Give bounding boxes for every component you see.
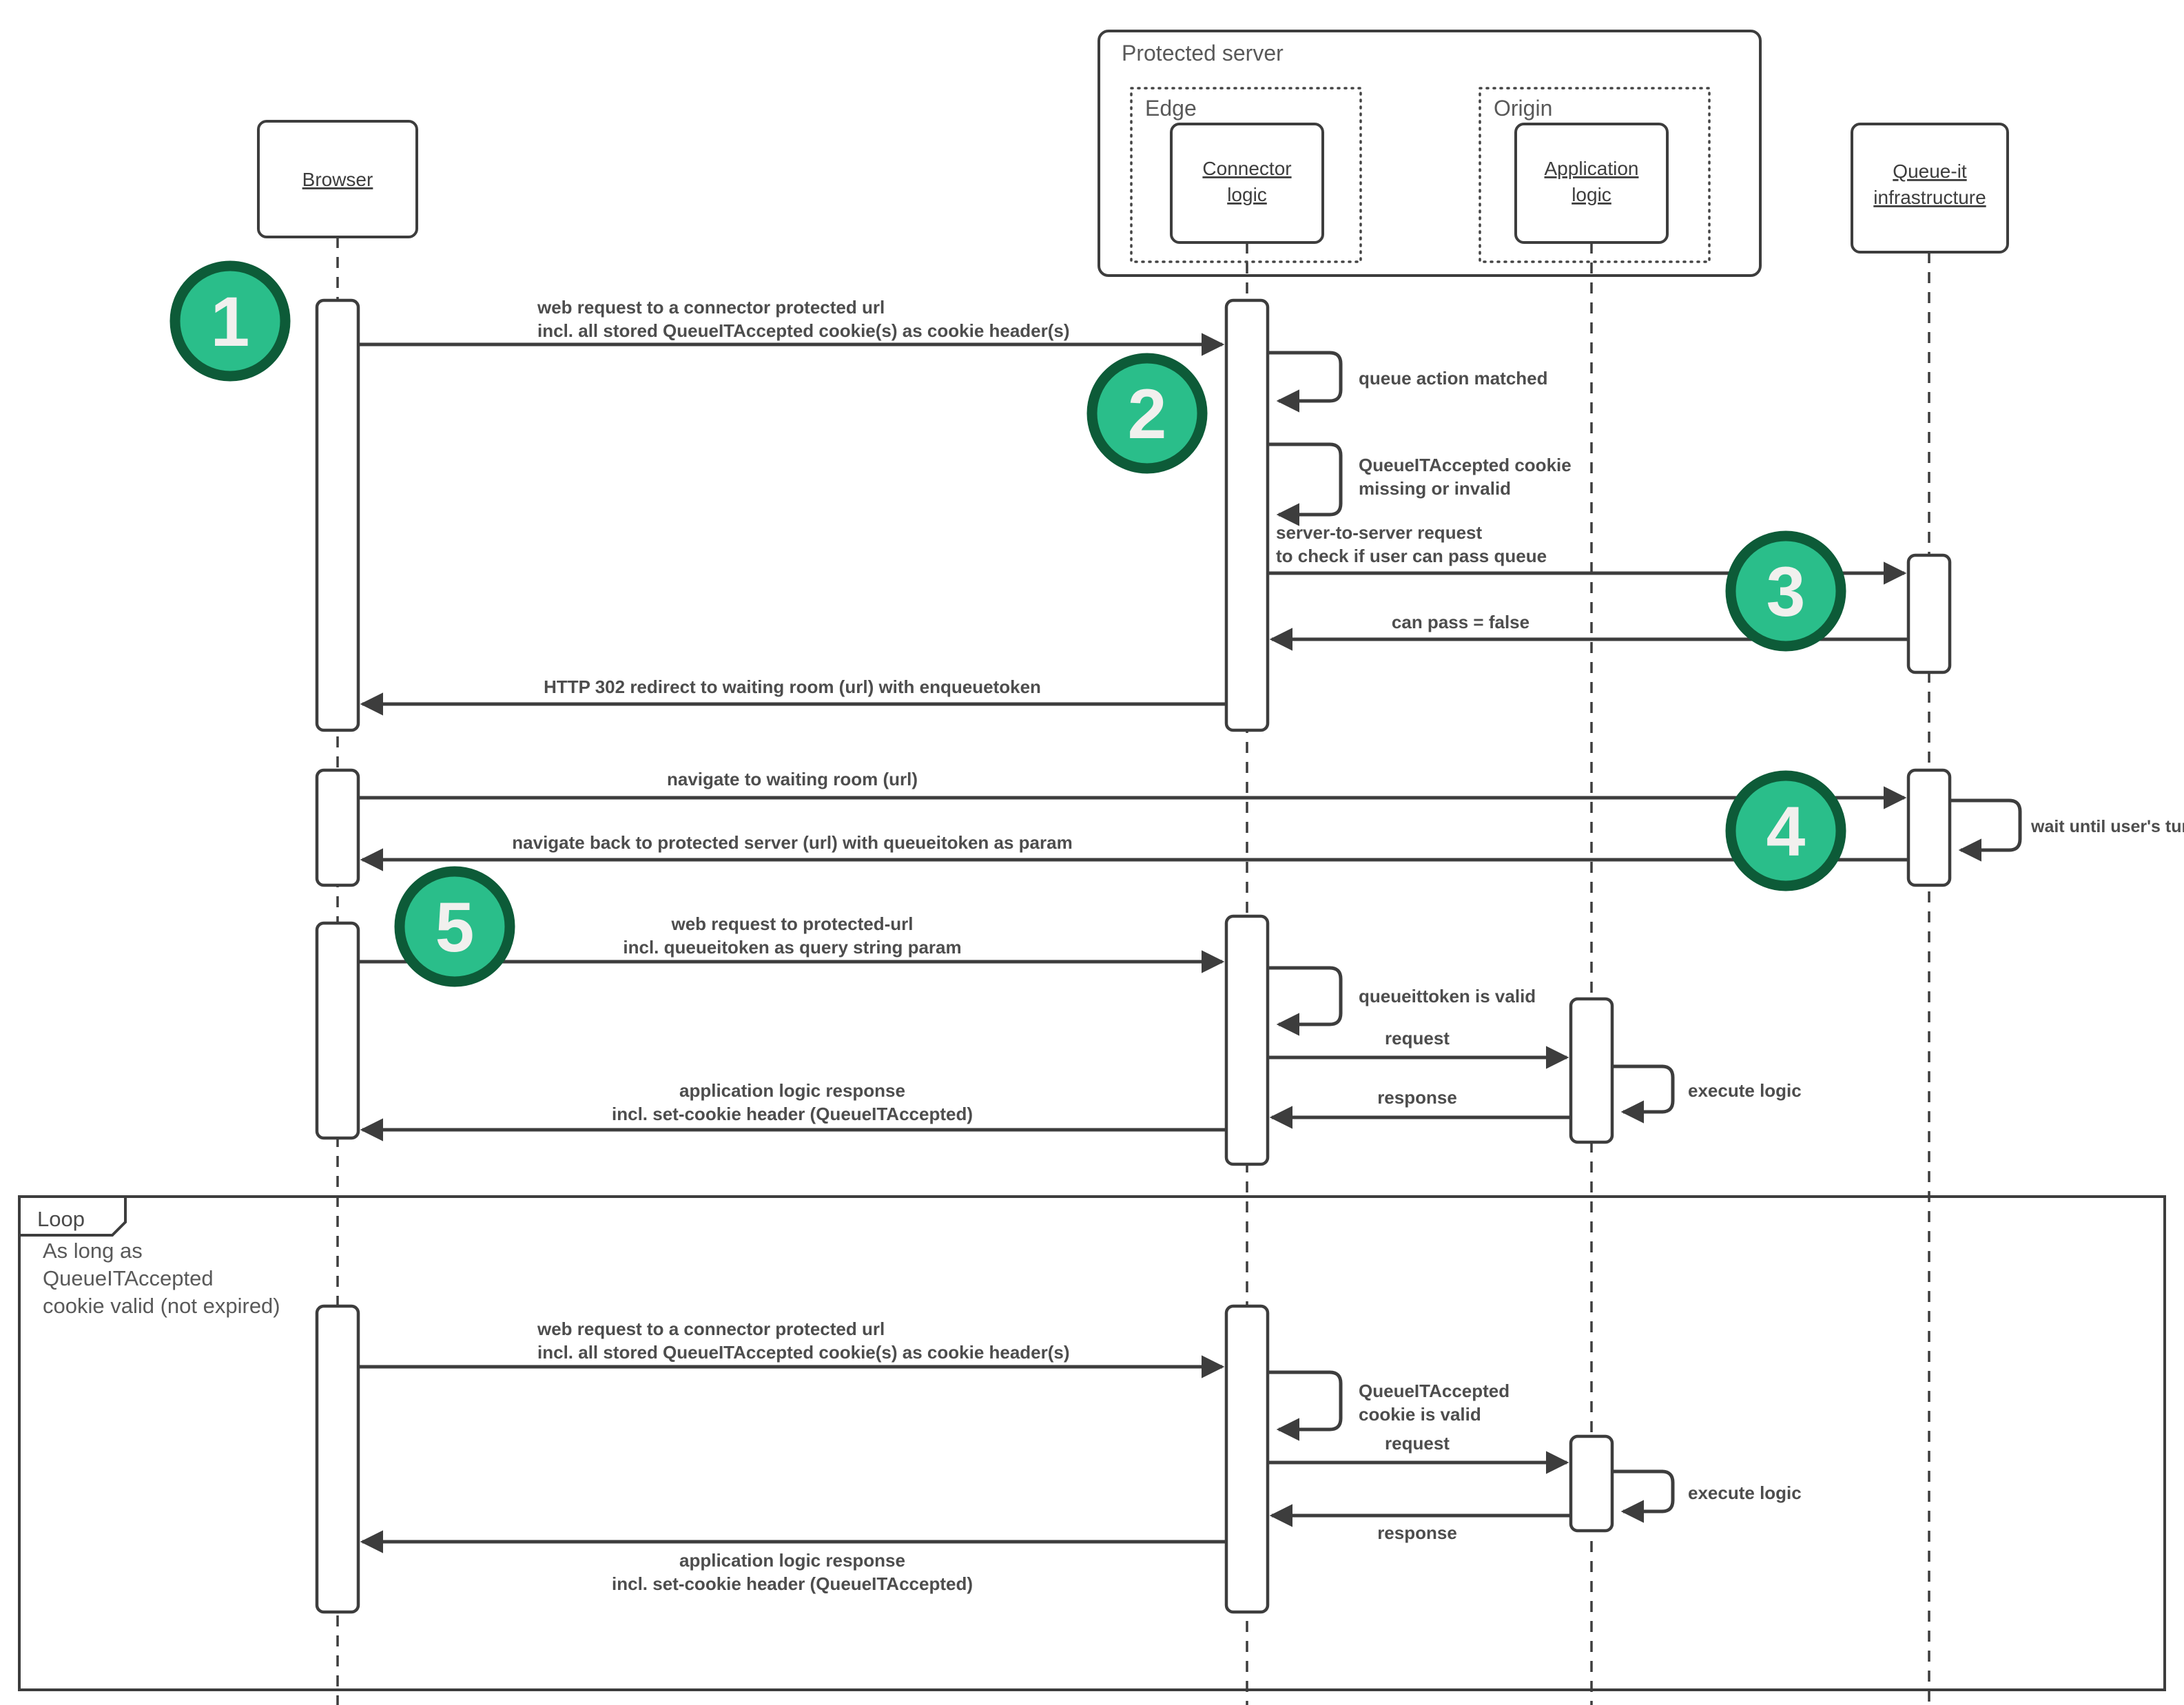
browser-actor-label: Browser xyxy=(302,169,373,190)
step-2-badge xyxy=(1086,353,1208,474)
browser-activation-2 xyxy=(315,768,360,887)
connector-logic-label-line1: Connector xyxy=(1202,158,1291,179)
msg-loop-web-request-line2: incl. all stored QueueITAccepted cookie(… xyxy=(537,1342,1070,1363)
selfloop-queue-action-matched xyxy=(1268,351,1343,413)
msg-app-response-2-line2: incl. set-cookie header (QueueITAccepted… xyxy=(612,1573,973,1594)
activations xyxy=(315,298,1952,1614)
loop-tab xyxy=(18,1195,127,1237)
msg-queue-action-matched: queue action matched xyxy=(1359,368,1548,389)
browser-activation-4 xyxy=(315,1304,360,1614)
connector-logic-box xyxy=(1170,123,1324,244)
msg-execute-logic-2: execute logic xyxy=(1688,1482,1802,1503)
edge-label: Edge xyxy=(1145,96,1197,121)
msg-execute-logic-1: execute logic xyxy=(1688,1080,1802,1101)
queueit-actor-label-line1: Queue-it xyxy=(1893,161,1967,182)
step-3-badge xyxy=(1725,530,1846,652)
step-4-number: 4 xyxy=(1766,792,1806,871)
application-logic-label-line2: logic xyxy=(1572,184,1611,205)
connector-activation-1 xyxy=(1224,298,1270,732)
selfloop-cookie-is-valid xyxy=(1268,1370,1343,1441)
browser-activation-1 xyxy=(315,298,360,732)
actor-heads: Browser Connector logic Application logi… xyxy=(257,120,2009,254)
msg-server-to-server-line1: server-to-server request xyxy=(1276,522,1482,543)
msg-wait-users-turn: wait until user's turn xyxy=(2030,817,2184,836)
protected-server-label: Protected server xyxy=(1122,41,1284,65)
loop-condition-line3: cookie valid (not expired) xyxy=(43,1294,280,1318)
step-5-number: 5 xyxy=(435,888,475,967)
msg-web-request-1-line1: web request to a connector protected url xyxy=(537,297,885,318)
step-2-number: 2 xyxy=(1128,375,1167,453)
selfloop-execute-logic-2 xyxy=(1612,1469,1675,1523)
msg-response-1: response xyxy=(1377,1087,1457,1108)
msg-cookie-is-valid-line1: QueueITAccepted xyxy=(1359,1381,1510,1401)
queueit-actor-box xyxy=(1851,123,2009,254)
step-1-badge xyxy=(169,260,291,382)
browser-actor-box xyxy=(257,120,418,238)
step-badges: 1 2 3 4 5 xyxy=(169,260,1846,987)
msg-navigate-waiting-room: navigate to waiting room (url) xyxy=(667,769,918,789)
step-3-number: 3 xyxy=(1766,552,1806,631)
msg-app-response-1-line1: application logic response xyxy=(679,1080,905,1101)
connector-activation-3 xyxy=(1224,1304,1270,1614)
application-logic-label-line1: Application xyxy=(1545,158,1639,179)
msg-web-request-token-line2: incl. queueitoken as query string param xyxy=(623,937,961,958)
origin-label: Origin xyxy=(1494,96,1552,121)
msg-cookie-missing-line2: missing or invalid xyxy=(1359,478,1511,499)
step-4-badge xyxy=(1725,770,1846,891)
msg-app-response-1-line2: incl. set-cookie header (QueueITAccepted… xyxy=(612,1104,973,1124)
application-activation-1 xyxy=(1569,997,1614,1144)
loop-fragment: Loop As long as QueueITAccepted cookie v… xyxy=(18,1195,2166,1691)
selfloop-execute-logic-1 xyxy=(1612,1064,1675,1124)
application-activation-2 xyxy=(1569,1434,1614,1533)
msg-request-1: request xyxy=(1385,1028,1450,1048)
msg-http-302: HTTP 302 redirect to waiting room (url) … xyxy=(544,676,1041,697)
connector-logic-label-line2: logic xyxy=(1227,184,1267,205)
msg-server-to-server-line2: to check if user can pass queue xyxy=(1276,546,1547,566)
selfloop-wait-users-turn xyxy=(1950,798,2022,862)
msg-cookie-missing-line1: QueueITAccepted cookie xyxy=(1359,455,1572,475)
msg-loop-web-request-line1: web request to a connector protected url xyxy=(537,1319,885,1339)
loop-frame xyxy=(18,1195,2166,1691)
message-arrows xyxy=(358,333,2022,1553)
msg-response-2: response xyxy=(1377,1522,1457,1543)
step-5-badge xyxy=(394,866,515,987)
step-1-number: 1 xyxy=(211,282,250,361)
selfloop-cookie-missing xyxy=(1268,442,1343,526)
connector-activation-2 xyxy=(1224,914,1270,1166)
application-logic-box xyxy=(1514,123,1669,244)
loop-condition-line2: QueueITAccepted xyxy=(43,1266,214,1290)
queueit-actor-label-line2: infrastructure xyxy=(1873,187,1986,208)
msg-app-response-2-line1: application logic response xyxy=(679,1550,905,1571)
message-labels: web request to a connector protected url… xyxy=(512,297,2184,1594)
msg-web-request-token-line1: web request to protected-url xyxy=(670,913,913,934)
loop-condition-line1: As long as xyxy=(43,1239,143,1263)
queueit-activation-1 xyxy=(1906,553,1952,674)
msg-queueittoken-valid: queueittoken is valid xyxy=(1359,986,1536,1006)
msg-cookie-is-valid-line2: cookie is valid xyxy=(1359,1404,1481,1425)
edge-box xyxy=(1130,87,1362,263)
msg-web-request-1-line2: incl. all stored QueueITAccepted cookie(… xyxy=(537,320,1070,341)
origin-box xyxy=(1479,87,1711,263)
msg-can-pass-false: can pass = false xyxy=(1392,612,1529,632)
msg-navigate-back: navigate back to protected server (url) … xyxy=(512,832,1072,853)
browser-activation-3 xyxy=(315,921,360,1140)
loop-label: Loop xyxy=(37,1207,85,1231)
selfloop-queueittoken-valid xyxy=(1268,966,1343,1036)
queueit-activation-2 xyxy=(1906,768,1952,887)
msg-request-2: request xyxy=(1385,1433,1450,1454)
